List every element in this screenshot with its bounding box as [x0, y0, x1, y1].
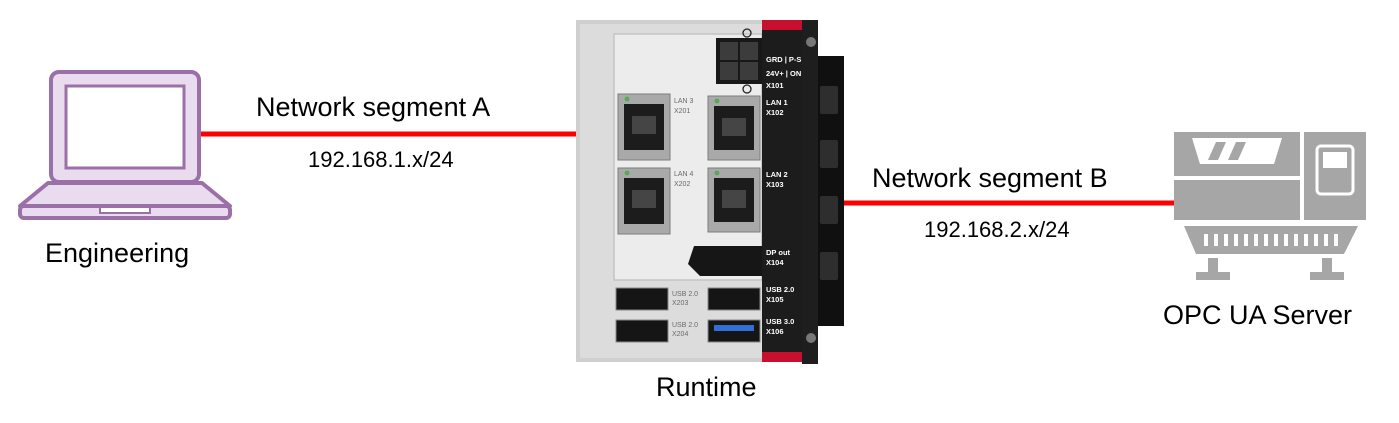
opc-ua-server-icon — [1174, 132, 1366, 280]
usb-x106-id: X106 — [766, 327, 784, 336]
runtime-device: LAN 3 X201 LAN 4 X202 USB 2.0 X203 USB 2… — [576, 20, 844, 364]
usb-x105-label: USB 2.0 — [766, 285, 794, 294]
lan3-port — [617, 93, 671, 161]
segment-a-subnet: 192.168.1.x/24 — [308, 147, 454, 172]
usb-x203-id: X203 — [672, 300, 688, 307]
usb-x105-port — [707, 287, 761, 311]
usb-x204-id: X204 — [672, 331, 688, 338]
lan2-port — [707, 167, 761, 233]
terminal-label-bottom: 24V+ | ON — [766, 69, 801, 78]
usb-x106-label: USB 3.0 — [766, 317, 794, 326]
dp-id: X104 — [766, 258, 784, 267]
terminal-label-top: GRD | P-S — [766, 55, 801, 64]
usb-x203-label: USB 2.0 — [672, 291, 698, 298]
segment-b-subnet: 192.168.2.x/24 — [924, 217, 1070, 242]
terminal-id: X101 — [766, 81, 784, 90]
displayport-connector — [688, 246, 762, 276]
segment-b-label: Network segment B — [872, 163, 1108, 193]
runtime-label: Runtime — [656, 372, 757, 402]
lan3-id: X201 — [674, 108, 690, 115]
opc-ua-server-label: OPC UA Server — [1163, 300, 1353, 330]
lan1-port — [707, 95, 761, 161]
lan1-id: X102 — [766, 108, 784, 117]
lan1-label: LAN 1 — [766, 98, 788, 107]
usb-x203-port — [615, 287, 669, 311]
lan2-label: LAN 2 — [766, 170, 788, 179]
usb-x105-id: X105 — [766, 295, 784, 304]
segment-a-label: Network segment A — [256, 92, 491, 122]
lan4-port — [617, 167, 671, 235]
laptop-icon — [18, 70, 232, 220]
usb-x204-label: USB 2.0 — [672, 322, 698, 329]
lan4-label: LAN 4 — [674, 171, 694, 178]
dp-label: DP out — [766, 248, 791, 257]
lan3-label: LAN 3 — [674, 98, 694, 105]
lan4-id: X202 — [674, 181, 690, 188]
usb-x204-port — [615, 319, 669, 343]
lan2-id: X103 — [766, 180, 784, 189]
engineering-label: Engineering — [45, 238, 190, 268]
